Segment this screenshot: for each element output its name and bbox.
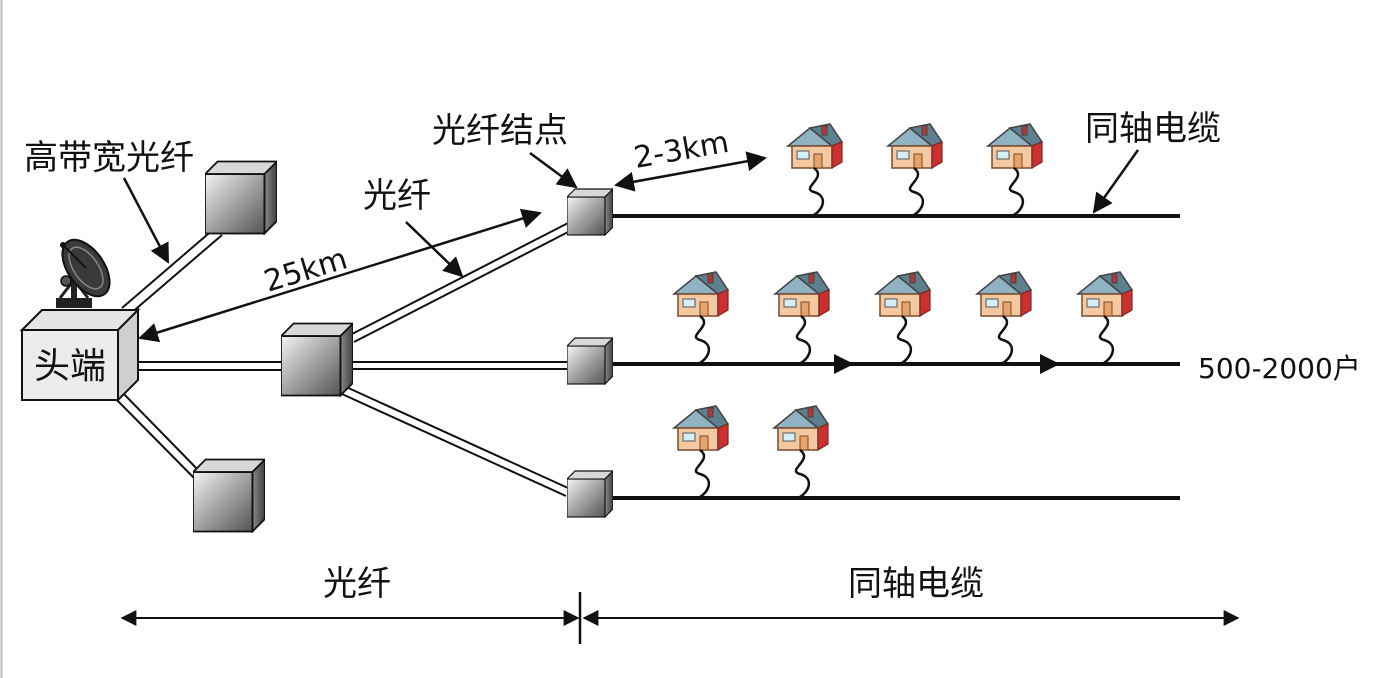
drop-cable (694, 314, 710, 366)
house-icon (673, 405, 729, 500)
drop-cable (694, 448, 710, 500)
fiber-node-label: 光纤结点 (432, 111, 568, 151)
house-icon (976, 271, 1032, 366)
scale-coax-label: 同轴电缆 (848, 564, 984, 604)
coax-feeders (612, 214, 1180, 500)
house-icon (774, 271, 830, 366)
drop-cable (794, 448, 810, 500)
fiber-node-pointer (529, 151, 578, 189)
headend-label: 头端 (34, 346, 106, 387)
distribution-cube-bottom (193, 458, 265, 533)
house-icon (987, 123, 1043, 218)
fiber-node-2 (567, 337, 613, 385)
high-bandwidth-fiber-label: 高带宽光纤 (24, 138, 194, 178)
distance-arrow-2-3km (614, 151, 767, 192)
flow-arrow-icon (834, 354, 854, 374)
house-icon (773, 405, 829, 500)
drop-cable (1008, 166, 1024, 218)
drop-cable (795, 314, 811, 366)
fiber-label: 光纤 (363, 176, 431, 216)
distance-2-3km-label: 2-3km (631, 125, 731, 176)
drop-cable (1098, 314, 1114, 366)
house-icon (787, 123, 843, 218)
distance-25km-label: 25km (260, 241, 351, 299)
houses (673, 123, 1133, 500)
house-icon (673, 271, 729, 366)
coax-cable-pointer (1092, 149, 1140, 214)
households-label: 500-2000户 (1198, 352, 1361, 385)
drop-cable (808, 166, 824, 218)
distribution-cube-middle (281, 322, 353, 397)
distribution-cube-top (205, 160, 277, 235)
house-icon (875, 271, 931, 366)
high-bandwidth-fiber-pointer (122, 177, 170, 264)
house-icon (1077, 271, 1133, 366)
scale-fiber-label: 光纤 (323, 564, 391, 604)
fiber-pointer (405, 221, 464, 278)
house-icon (887, 123, 943, 218)
headend: 头端 (19, 307, 141, 403)
drop-cable (896, 314, 912, 366)
distance-arrow-25km (138, 208, 542, 343)
coax-cable-label: 同轴电缆 (1085, 109, 1221, 149)
drop-cable (908, 166, 924, 218)
satellite-dish-icon (56, 238, 111, 308)
drop-cable (997, 314, 1013, 366)
fiber-node-3 (567, 470, 613, 518)
fiber-node-1 (567, 188, 613, 236)
bottom-scale: 光纤 同轴电缆 (120, 564, 1240, 644)
flow-arrow-icon (1040, 354, 1060, 374)
